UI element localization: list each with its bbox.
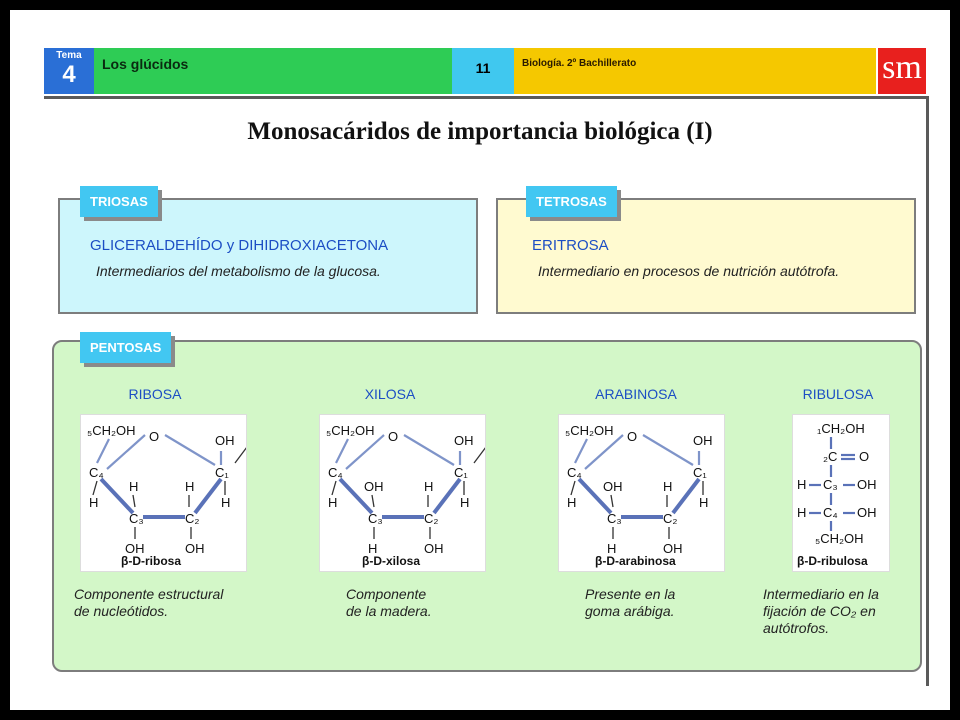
svg-text:H: H bbox=[185, 479, 194, 494]
svg-text:O: O bbox=[388, 429, 398, 444]
svg-text:OH: OH bbox=[215, 433, 235, 448]
publisher-logo: sm bbox=[878, 48, 926, 94]
unit-title-bar: Los glúcidos bbox=[94, 48, 452, 94]
course-bar: Biología. 2º Bachillerato bbox=[514, 48, 876, 94]
svg-text:C₃: C₃ bbox=[607, 511, 622, 526]
svg-text:OH: OH bbox=[185, 541, 205, 556]
ribulosa-desc-line2: fijación de CO₂ en bbox=[763, 603, 876, 619]
triosas-description: Intermediarios del metabolismo de la glu… bbox=[96, 263, 381, 279]
svg-text:OH: OH bbox=[424, 541, 444, 556]
arabinosa-structure: ₅CH₂OH O OH C₄ C₁ H OH H H C₃ C₂ H OH bbox=[558, 414, 725, 572]
tema-label: Tema bbox=[56, 50, 82, 61]
arabinosa-caption: β-D-arabinosa bbox=[595, 554, 676, 568]
svg-text:C₃: C₃ bbox=[129, 511, 144, 526]
svg-text:₅CH₂OH: ₅CH₂OH bbox=[815, 531, 864, 546]
ribosa-structure: ₅CH₂OH O OH C₄ C₁ H H H H C₃ C₂ OH OH bbox=[80, 414, 247, 572]
svg-text:H: H bbox=[797, 477, 806, 492]
arabinosa-name: ARABINOSA bbox=[595, 386, 677, 402]
tema-number: 4 bbox=[62, 61, 76, 88]
ribosa-caption: β-D-ribosa bbox=[121, 554, 181, 568]
svg-text:C₄: C₄ bbox=[823, 505, 838, 520]
header-divider bbox=[44, 96, 926, 99]
svg-text:C₂: C₂ bbox=[663, 511, 677, 526]
svg-text:H: H bbox=[129, 479, 138, 494]
svg-text:H: H bbox=[663, 479, 672, 494]
svg-text:OH: OH bbox=[603, 479, 623, 494]
svg-text:O: O bbox=[627, 429, 637, 444]
xilosa-caption: β-D-xilosa bbox=[362, 554, 420, 568]
svg-text:O: O bbox=[149, 429, 159, 444]
svg-text:₅CH₂OH: ₅CH₂OH bbox=[87, 423, 136, 438]
tetrosas-box bbox=[496, 198, 916, 314]
xilosa-description: Componente de la madera. bbox=[346, 586, 432, 620]
ribulosa-desc-line3: autótrofos. bbox=[763, 620, 830, 636]
triosas-box bbox=[58, 198, 478, 314]
svg-text:H: H bbox=[699, 495, 708, 510]
arabinosa-desc-line2: goma arábiga. bbox=[585, 603, 675, 619]
svg-text:₁CH₂OH: ₁CH₂OH bbox=[817, 421, 865, 436]
svg-text:C₂: C₂ bbox=[185, 511, 199, 526]
svg-text:C₁: C₁ bbox=[215, 465, 229, 480]
ribulosa-name: RIBULOSA bbox=[802, 386, 874, 402]
svg-text:H: H bbox=[797, 505, 806, 520]
svg-text:H: H bbox=[567, 495, 576, 510]
svg-text:OH: OH bbox=[857, 505, 877, 520]
ribosa-desc-line1: Componente estructural bbox=[74, 586, 224, 602]
svg-text:₂C: ₂C bbox=[823, 449, 837, 464]
ribosa-description: Componente estructural de nucleótidos. bbox=[74, 586, 223, 620]
xilosa-desc-line1: Componente bbox=[346, 586, 427, 602]
pentosas-tag: PENTOSAS bbox=[80, 332, 172, 363]
arabinosa-desc-line1: Presente en la bbox=[585, 586, 676, 602]
unit-title: Los glúcidos bbox=[102, 56, 189, 72]
svg-text:H: H bbox=[368, 541, 377, 556]
course-label: Biología. 2º Bachillerato bbox=[522, 58, 637, 69]
xilosa-desc-line2: de la madera. bbox=[346, 603, 432, 619]
page-number: 11 bbox=[452, 48, 514, 94]
svg-text:OH: OH bbox=[693, 433, 713, 448]
ribulosa-caption: β-D-ribulosa bbox=[797, 554, 868, 568]
svg-text:OH: OH bbox=[364, 479, 384, 494]
tetrosas-description: Intermediario en procesos de nutrición a… bbox=[538, 263, 840, 279]
svg-text:H: H bbox=[460, 495, 469, 510]
header-bar: Tema 4 Los glúcidos 11 Biología. 2º Bach… bbox=[44, 48, 926, 94]
ribosa-desc-line2: de nucleótidos. bbox=[74, 603, 169, 619]
triosas-names: GLICERALDEHÍDO y DIHIDROXIACETONA bbox=[90, 237, 389, 254]
ribulosa-desc-line1: Intermediario en la bbox=[763, 586, 879, 602]
svg-text:O: O bbox=[859, 449, 869, 464]
svg-text:OH: OH bbox=[663, 541, 683, 556]
svg-text:H: H bbox=[328, 495, 337, 510]
tetrosas-names: ERITROSA bbox=[532, 237, 609, 254]
tetrosas-tag: TETROSAS bbox=[526, 186, 617, 217]
xilosa-structure: ₅CH₂OH O OH C₄ C₁ H OH H H C₃ C₂ H OH bbox=[319, 414, 486, 572]
svg-text:H: H bbox=[607, 541, 616, 556]
svg-text:C₄: C₄ bbox=[89, 465, 104, 480]
svg-text:OH: OH bbox=[125, 541, 145, 556]
right-divider bbox=[926, 96, 929, 686]
svg-text:₅CH₂OH: ₅CH₂OH bbox=[565, 423, 614, 438]
svg-text:C₁: C₁ bbox=[693, 465, 707, 480]
slide: Tema 4 Los glúcidos 11 Biología. 2º Bach… bbox=[10, 10, 950, 710]
ribulosa-description: Intermediario en la fijación de CO₂ en a… bbox=[763, 586, 879, 637]
svg-text:C₄: C₄ bbox=[328, 465, 343, 480]
svg-text:C₃: C₃ bbox=[368, 511, 383, 526]
arabinosa-description: Presente en la goma arábiga. bbox=[585, 586, 675, 620]
page-title: Monosacáridos de importancia biológica (… bbox=[247, 118, 713, 145]
triosas-tag: TRIOSAS bbox=[80, 186, 158, 217]
svg-text:H: H bbox=[424, 479, 433, 494]
svg-text:OH: OH bbox=[454, 433, 474, 448]
svg-text:C₂: C₂ bbox=[424, 511, 438, 526]
svg-text:OH: OH bbox=[857, 477, 877, 492]
svg-text:H: H bbox=[221, 495, 230, 510]
svg-text:C₄: C₄ bbox=[567, 465, 582, 480]
tema-badge: Tema 4 bbox=[44, 48, 94, 94]
svg-text:C₁: C₁ bbox=[454, 465, 468, 480]
ribosa-name: RIBOSA bbox=[128, 386, 182, 402]
svg-text:₅CH₂OH: ₅CH₂OH bbox=[326, 423, 375, 438]
svg-text:C₃: C₃ bbox=[823, 477, 838, 492]
ribulosa-structure: ₁CH₂OH ₂C O H C₃ OH H C₄ OH ₅CH₂OH β-D-r… bbox=[792, 414, 890, 572]
xilosa-name: XILOSA bbox=[364, 386, 416, 402]
svg-text:H: H bbox=[89, 495, 98, 510]
